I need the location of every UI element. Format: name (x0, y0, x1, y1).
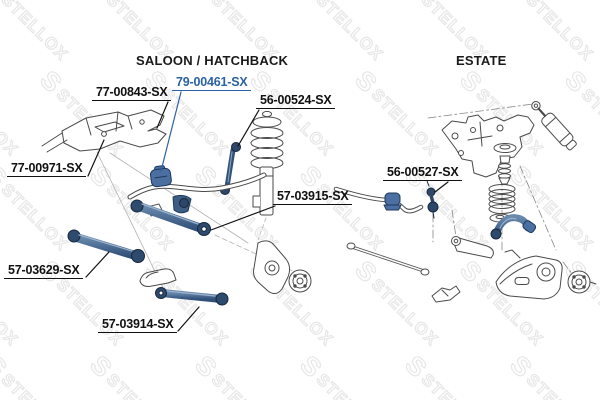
lower-transverse-arm-front (155, 287, 229, 306)
part-label-56-00524-sx[interactable]: 56-00524-SX (256, 93, 336, 109)
trailing-arm-assembly (495, 249, 563, 300)
leader-56-00527 (434, 181, 449, 193)
subframe-crossmember (41, 109, 167, 153)
coil-spring (488, 184, 516, 214)
estate-wheel-hub (567, 270, 597, 294)
lower-transverse-arm-left (67, 229, 145, 263)
tie-rod (346, 242, 430, 276)
construction-lines-estate (427, 103, 574, 276)
mounting-bracket (441, 114, 535, 178)
part-label-77-00971-sx[interactable]: 77-00971-SX (7, 161, 87, 177)
saloon-hatchback-title: SALOON / HATCHBACK (136, 53, 289, 68)
upper-transverse-arm (130, 199, 211, 236)
part-label-57-03915-sx[interactable]: 57-03915-SX (273, 189, 353, 205)
leader-77-00971 (87, 139, 105, 177)
estate-upper-arm-highlighted (490, 214, 537, 240)
wheel-hub (288, 269, 312, 293)
bump-stop (498, 155, 511, 185)
part-label-57-03629-sx[interactable]: 57-03629-SX (4, 263, 84, 279)
strut-assembly (250, 110, 284, 216)
knuckle (253, 240, 291, 295)
leader-57-03629 (85, 251, 110, 278)
leader-57-03914 (177, 306, 200, 332)
stabilizer-bar (127, 172, 267, 200)
part-label-77-00843-sx[interactable]: 77-00843-SX (92, 85, 172, 101)
bracket-plate (139, 268, 177, 287)
leader-57-03915 (210, 205, 276, 231)
shock-absorber (531, 101, 577, 151)
saloon-diagram (41, 91, 312, 332)
part-label-57-03914-sx[interactable]: 57-03914-SX (98, 317, 178, 333)
leader-lines-estate (434, 181, 449, 193)
estate-stabilizer-link (426, 180, 439, 219)
leader-56-00524 (237, 109, 260, 147)
spring-seat-upper (493, 143, 517, 153)
stabilizer-bushing-highlighted (149, 165, 172, 188)
estate-small-bracket (431, 285, 461, 303)
leader-77-00843 (156, 101, 169, 129)
part-label-79-00461-sx-highlighted[interactable]: 79-00461-SX (172, 75, 252, 91)
leader-lines-saloon (85, 91, 276, 332)
estate-upper-arm-outline (451, 236, 494, 259)
part-label-56-00527-sx[interactable]: 56-00527-SX (383, 165, 463, 181)
estate-stabilizer-bushing (383, 192, 402, 211)
estate-title: ESTATE (456, 53, 507, 68)
leader-79-00461-highlight (160, 91, 182, 172)
estate-diagram (333, 101, 597, 303)
